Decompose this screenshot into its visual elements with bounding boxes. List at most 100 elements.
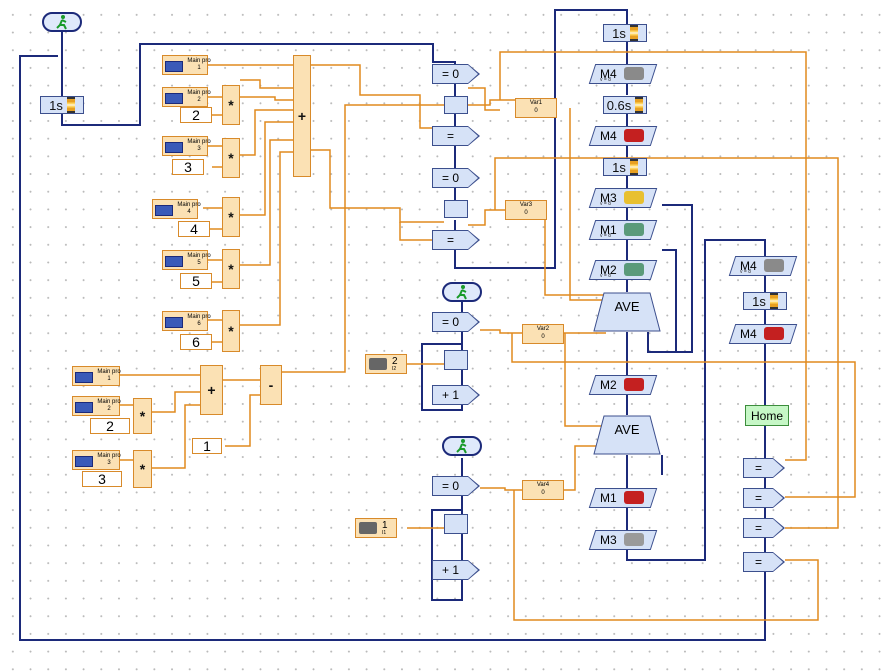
flow-wire [421, 343, 463, 411]
increment-block[interactable]: + 1 [432, 560, 480, 580]
panel-number: 2 [197, 97, 201, 103]
panel-icon [165, 61, 183, 72]
compare-zero-block[interactable]: = 0 [432, 64, 480, 84]
flow-wire [647, 204, 693, 353]
timer-label: 1s [612, 159, 626, 175]
multiply-block[interactable]: * [222, 197, 240, 237]
compare-block[interactable]: = [743, 518, 785, 538]
start-block[interactable] [42, 12, 82, 32]
motor-stop-block[interactable]: M1 [588, 488, 658, 508]
start-block[interactable] [442, 436, 482, 456]
data-wire [152, 404, 200, 469]
data-wire [562, 445, 606, 491]
edge-detector[interactable] [444, 96, 468, 114]
motor-stop-block[interactable]: M4 [588, 126, 658, 146]
compare-block[interactable]: = [432, 230, 480, 250]
stop-icon [624, 129, 644, 142]
compare-block[interactable]: = [743, 458, 785, 478]
data-wire [240, 79, 293, 89]
data-wire [468, 209, 505, 226]
constant-block[interactable]: 3 [172, 159, 204, 175]
data-wire [494, 157, 839, 529]
panel-number: 6 [197, 321, 201, 327]
panel-icon [75, 402, 93, 413]
timer-block[interactable]: 1s [603, 24, 647, 42]
home-block[interactable]: Home [745, 405, 789, 426]
subtract-block[interactable]: - [260, 365, 282, 405]
compare-zero-block[interactable]: = 0 [432, 168, 480, 188]
panel-title: Main pro [97, 453, 121, 459]
motor-icon [624, 263, 644, 276]
edge-detector[interactable] [444, 200, 468, 218]
panel-title: Main pro [97, 369, 121, 375]
flow-wire [431, 509, 463, 601]
sum-block[interactable]: + [200, 365, 223, 415]
compare-block[interactable]: = [743, 488, 785, 508]
compare-zero-block[interactable]: = 0 [432, 312, 480, 332]
sum-block[interactable]: + [293, 55, 311, 177]
motor-icon [624, 223, 644, 236]
multiply-block[interactable]: * [222, 85, 240, 125]
constant-block[interactable]: 2 [90, 418, 130, 434]
timer-block[interactable]: 0.6s [603, 96, 647, 114]
edge-detector[interactable] [444, 350, 468, 370]
multiply-block[interactable]: * [222, 310, 240, 352]
sensor-icon [359, 522, 377, 534]
multiply-block[interactable]: * [133, 398, 152, 434]
multiply-block[interactable]: * [133, 450, 152, 488]
constant-block[interactable]: 5 [180, 273, 212, 289]
compare-block[interactable]: = [743, 552, 785, 572]
wait-for-block[interactable]: AVE [592, 292, 662, 332]
timer-block[interactable]: 1s [743, 292, 787, 310]
compare-block[interactable]: = [432, 126, 480, 146]
timer-block[interactable]: 1s [603, 158, 647, 176]
wait-for-block[interactable]: AVE [592, 415, 662, 455]
constant-block[interactable]: 2 [180, 107, 212, 123]
increment-block[interactable]: + 1 [432, 385, 480, 405]
motor-block[interactable]: M3 [588, 530, 658, 550]
panel-title: Main pro [187, 139, 211, 145]
multiply-block[interactable]: * [222, 249, 240, 289]
compare-zero-block[interactable]: = 0 [432, 476, 480, 496]
data-wire [225, 394, 260, 447]
timer-label: 1s [612, 25, 626, 41]
constant-block[interactable]: 6 [180, 334, 212, 350]
motor-stop-block[interactable]: M2 [588, 375, 658, 395]
motor-icon [624, 191, 644, 204]
data-wire [399, 222, 444, 241]
data-wire [511, 333, 856, 498]
edge-detector[interactable] [444, 514, 468, 534]
timer-block[interactable]: 1s [40, 96, 84, 114]
panel-number: 3 [107, 460, 111, 466]
start-block[interactable] [442, 282, 482, 302]
constant-block[interactable]: 1 [192, 438, 222, 454]
multiply-block[interactable]: * [222, 138, 240, 178]
constant-block[interactable]: 4 [178, 221, 210, 237]
flow-wire [454, 9, 628, 269]
timer-label: 1s [752, 293, 766, 309]
data-wire [311, 149, 444, 223]
constant-block[interactable]: 3 [82, 471, 122, 487]
panel-icon [75, 456, 93, 467]
motor-stop-block[interactable]: M4 [728, 324, 798, 344]
